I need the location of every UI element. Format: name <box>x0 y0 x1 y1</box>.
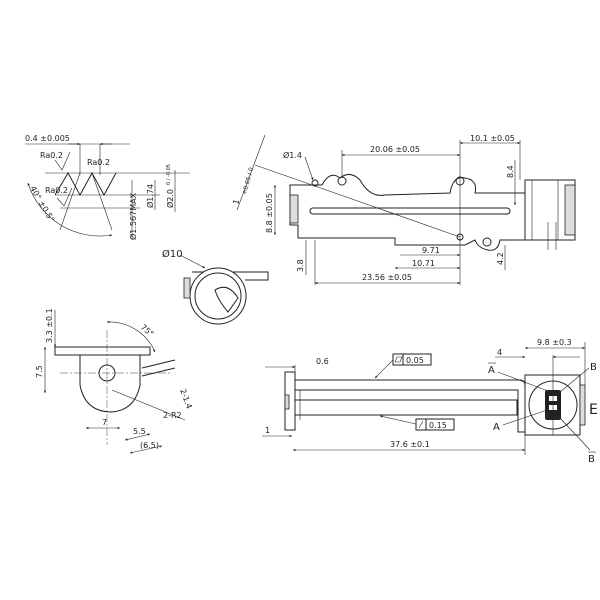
section-a-label: A <box>493 422 500 433</box>
thread-detail-view: 0.4 ±0.005 40° ±0.5° Ra0.2 Ra0.2 Ra0.2 Ø… <box>25 134 190 240</box>
minor-diameter-label: Ø1.567MAX <box>128 192 138 240</box>
top-view: 20.06 ±0.05 10.1 ±0.05 Ø1.4 8.8 ±0.05 3.… <box>231 134 576 285</box>
pitch-diameter-label: Ø1.74 <box>145 184 155 208</box>
connector-offset-label: 4 <box>497 348 502 357</box>
radius-label: 2-R2 <box>163 411 182 420</box>
view-e-label: E <box>589 402 598 418</box>
front-view: 0.6 0.05 0.15 1 37.6 ±0.1 4 9.8 ±0.3 A B <box>262 338 598 465</box>
section-a-bar-label: A <box>488 365 495 376</box>
hole-spacing-label: 20.06 ±0.05 <box>370 145 420 154</box>
hole-diameter-label: Ø1.4 <box>283 150 302 160</box>
edge-label: 1 <box>265 426 270 435</box>
motor-height-label: 8.4 <box>506 165 515 178</box>
dimension-9-71: 9.71 <box>422 246 440 255</box>
roughness-label-1: Ra0.2 <box>40 151 63 160</box>
flange-offset-label: 3.8 <box>296 259 305 272</box>
bottom-offset-label: 4.2 <box>496 252 505 265</box>
runout-value: 0.15 <box>429 421 447 430</box>
dimension-5-5: 5.5 <box>133 427 146 436</box>
pin-label: 2-1.4 <box>178 388 194 411</box>
side-height-label: 7.5 <box>35 365 44 378</box>
side-width-label: 7 <box>102 418 107 427</box>
dimension-10-71: 10.71 <box>412 259 435 268</box>
top-thickness-label: 3.3 ±0.1 <box>45 308 54 343</box>
section-b-label: B <box>590 362 597 373</box>
section-b-bar-label: B <box>588 454 595 465</box>
flatness-value: 0.05 <box>406 356 424 365</box>
motor-length-label: 9.8 ±0.3 <box>537 338 572 347</box>
roughness-label-3: Ra0.2 <box>45 186 68 195</box>
major-diameter-label: Ø2.0 <box>165 189 175 208</box>
thread-pitch-label: 0.4 ±0.005 <box>25 134 70 143</box>
body-height-label: 8.8 ±0.05 <box>265 193 274 233</box>
angle-label: 75° <box>139 323 156 339</box>
dimension-6-5: (6.5) <box>140 441 159 450</box>
overall-length-label: 37.6 ±0.1 <box>390 440 430 449</box>
flatness-tolerance-box: 0.05 <box>374 353 432 379</box>
slot-width-label: 1 <box>231 198 241 205</box>
flange-gap-label: 0.6 <box>316 357 329 366</box>
motor-offset-label: 10.1 ±0.05 <box>470 134 515 143</box>
side-view: 3.3 ±0.1 7.5 75° 2-1.4 2-R2 7 5.5 (6.5) <box>35 308 194 454</box>
runout-tolerance-box: 0.15 <box>379 415 455 431</box>
end-view: Ø10 <box>162 248 269 325</box>
end-view-diameter-label: Ø10 <box>162 248 183 260</box>
slot-tolerance-label: +0.05 / 0 <box>241 166 255 195</box>
major-diameter-tolerance: 0 / -0.05 <box>166 164 172 185</box>
roughness-label-2: Ra0.2 <box>87 158 110 167</box>
overall-length-label: 23.56 ±0.05 <box>362 273 412 282</box>
